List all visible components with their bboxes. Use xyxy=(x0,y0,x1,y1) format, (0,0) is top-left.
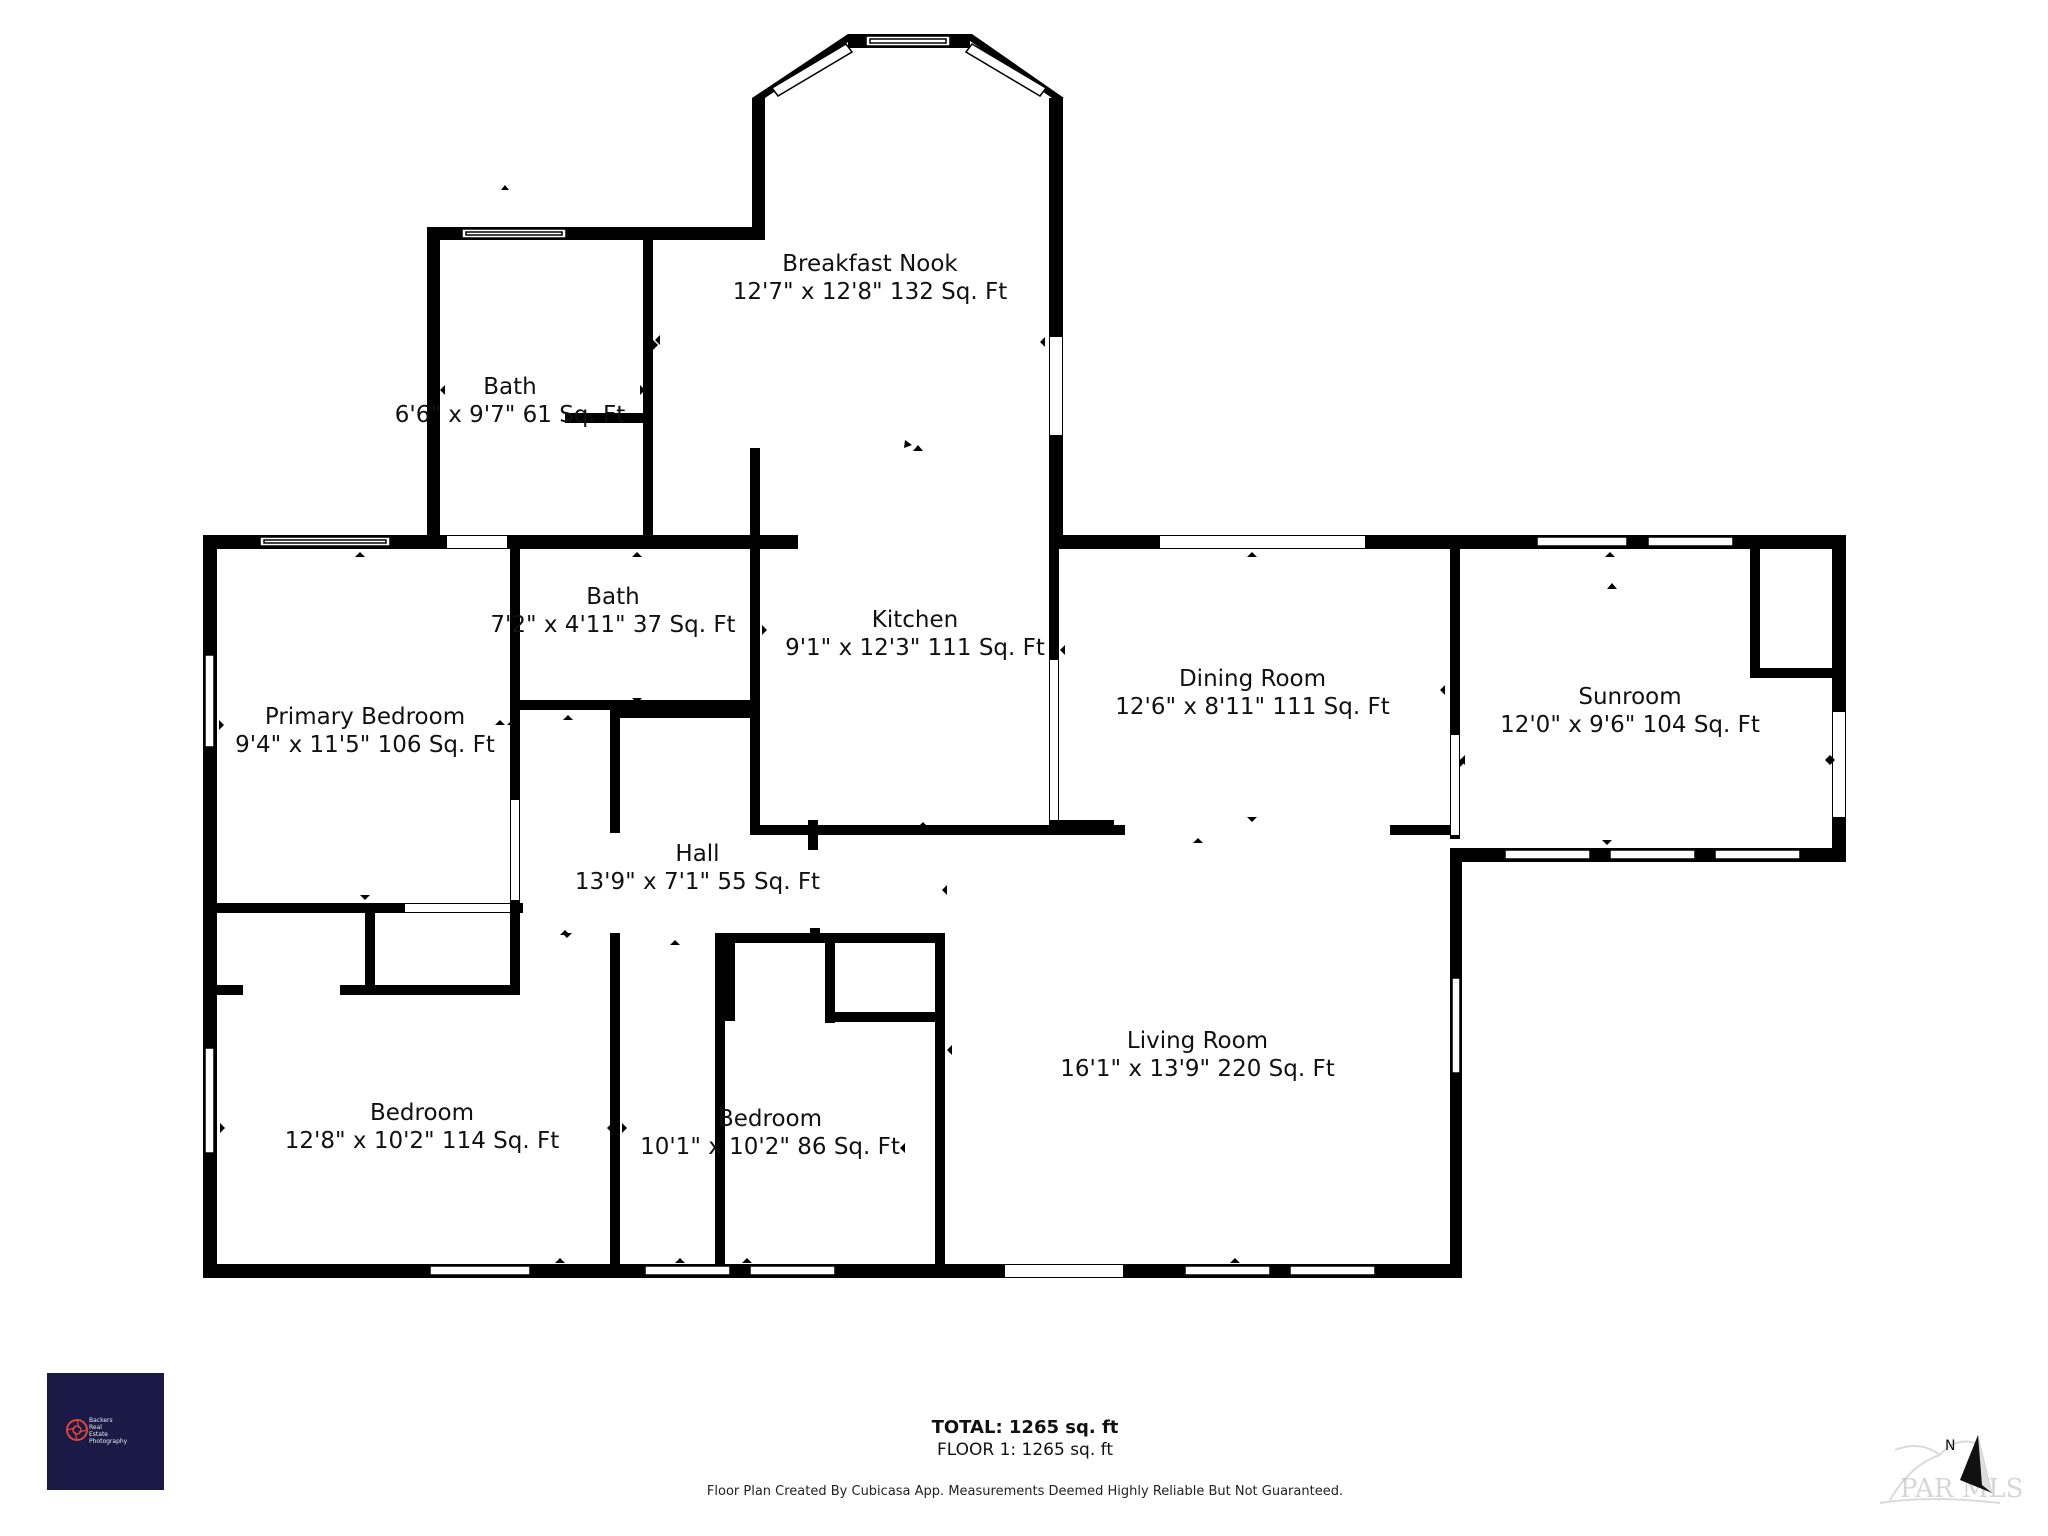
disclaimer-text: Floor Plan Created By Cubicasa App. Meas… xyxy=(706,1484,1344,1499)
room-dims: 12'8" x 10'2" 114 Sq. Ft xyxy=(284,1128,560,1154)
windows xyxy=(204,35,1801,1276)
mls-watermark: PAR MLS N xyxy=(1879,1435,2023,1504)
room-name: Living Room xyxy=(1126,1028,1269,1054)
room-name: Primary Bedroom xyxy=(264,704,466,730)
total-area: TOTAL: 1265 sq. ft xyxy=(931,1417,1119,1438)
photographer-logo: Backers Real Estate Photography xyxy=(47,1373,164,1490)
compass-label: N xyxy=(1945,1438,1955,1454)
room-dims: 6'6" x 9'7" 61 Sq. Ft xyxy=(394,402,626,428)
north-arrow-icon xyxy=(1960,1435,1992,1493)
room-dims: 10'1" x 10'2" 86 Sq. Ft xyxy=(640,1134,900,1160)
room-name: Bedroom xyxy=(369,1100,475,1126)
nook-windows xyxy=(770,43,1048,97)
room-dims: 9'4" x 11'5" 106 Sq. Ft xyxy=(235,732,495,758)
room-name: Dining Room xyxy=(1178,666,1327,692)
room-name: Bath xyxy=(586,584,640,610)
room-name: Bath xyxy=(483,374,537,400)
room-label-living-room: Living Room 16'1" x 13'9" 220 Sq. Ft xyxy=(1040,1027,1355,1083)
door-markers xyxy=(219,185,1835,1263)
floor-area: FLOOR 1: 1265 sq. ft xyxy=(936,1440,1114,1460)
room-dims: 12'6" x 8'11" 111 Sq. Ft xyxy=(1115,694,1390,720)
room-dims: 12'0" x 9'6" 104 Sq. Ft xyxy=(1500,712,1760,738)
room-name: Sunroom xyxy=(1578,684,1682,710)
logo-text: Backers Real Estate Photography xyxy=(89,1417,128,1445)
room-name: Breakfast Nook xyxy=(782,251,958,277)
room-dims: 9'1" x 12'3" 111 Sq. Ft xyxy=(785,635,1045,661)
room-name: Bedroom xyxy=(717,1106,823,1132)
openings xyxy=(245,337,1845,1277)
room-label-bedroom-mid: Bedroom 10'1" x 10'2" 86 Sq. Ft xyxy=(625,1105,915,1161)
room-dims: 13'9" x 7'1" 55 Sq. Ft xyxy=(574,869,821,895)
room-label-breakfast-nook: Breakfast Nook 12'7" x 12'8" 132 Sq. Ft xyxy=(715,250,1025,306)
area-totals: TOTAL: 1265 sq. ft FLOOR 1: 1265 sq. ft xyxy=(830,1417,1220,1461)
room-name: Hall xyxy=(675,841,720,867)
room-label-kitchen: Kitchen 9'1" x 12'3" 111 Sq. Ft xyxy=(775,606,1055,662)
room-label-bedroom-left: Bedroom 12'8" x 10'2" 114 Sq. Ft xyxy=(272,1099,572,1155)
palm-tree-icon xyxy=(1879,1440,2001,1504)
room-label-sunroom: Sunroom 12'0" x 9'6" 104 Sq. Ft xyxy=(1485,683,1775,739)
room-dims: 16'1" x 13'9" 220 Sq. Ft xyxy=(1060,1056,1335,1082)
room-label-primary-bedroom: Primary Bedroom 9'4" x 11'5" 106 Sq. Ft xyxy=(220,703,510,759)
room-label-hall: Hall 13'9" x 7'1" 55 Sq. Ft xyxy=(560,840,835,896)
room-label-dining-room: Dining Room 12'6" x 8'11" 111 Sq. Ft xyxy=(1100,665,1405,721)
room-dims: 7'2" x 4'11" 37 Sq. Ft xyxy=(490,612,736,638)
aperture-icon xyxy=(66,1419,88,1441)
room-label-bath-small: Bath 7'2" x 4'11" 37 Sq. Ft xyxy=(468,583,758,639)
room-label-bath-upper: Bath 6'6" x 9'7" 61 Sq. Ft xyxy=(375,373,645,429)
room-dims: 12'7" x 12'8" 132 Sq. Ft xyxy=(732,279,1008,305)
room-name: Kitchen xyxy=(871,607,959,633)
